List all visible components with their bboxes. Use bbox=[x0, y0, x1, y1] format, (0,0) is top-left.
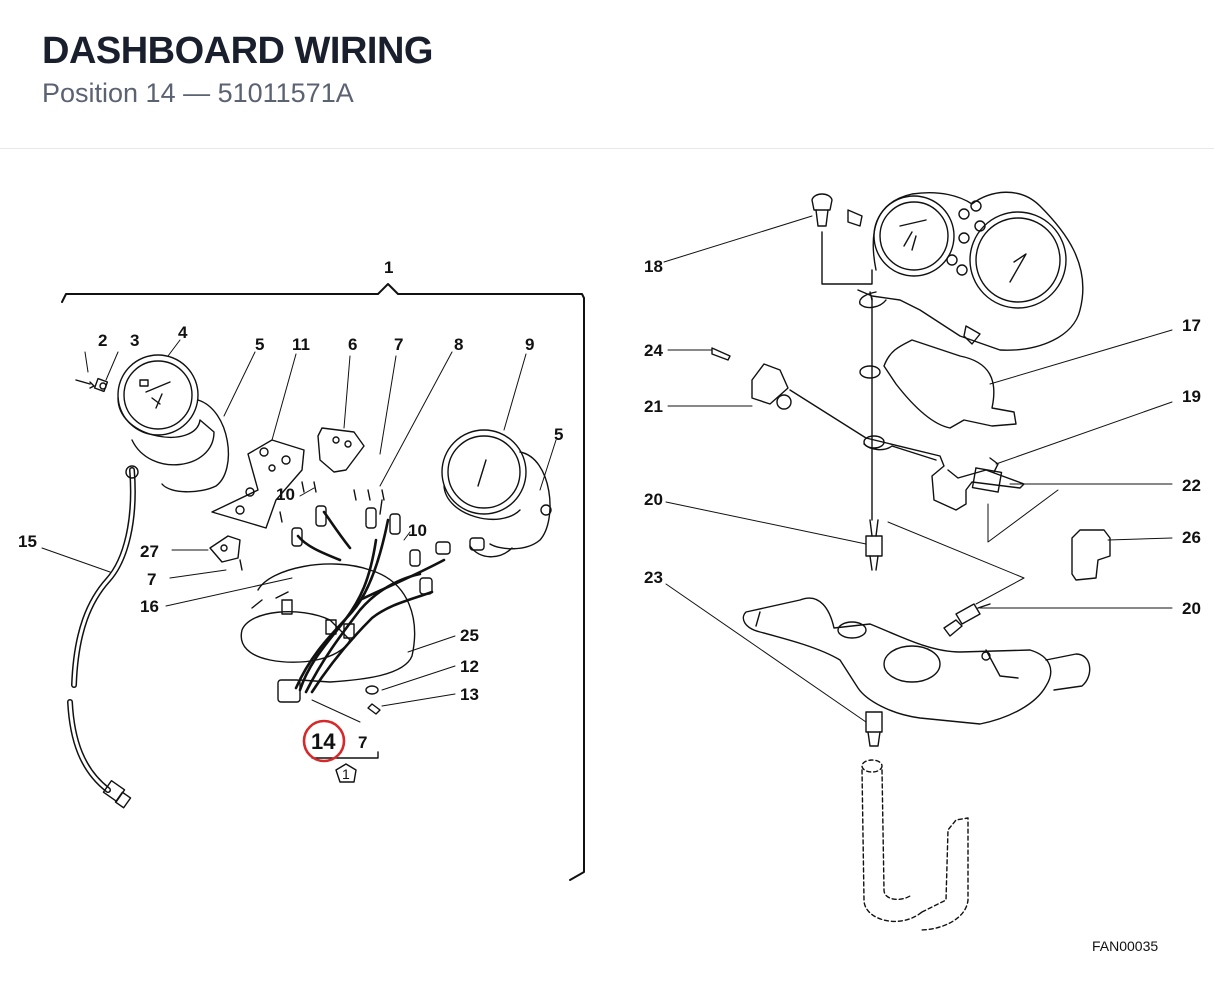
screw-and-nut bbox=[75, 377, 109, 393]
callout-5b: 5 bbox=[554, 425, 563, 444]
leader-lines-right bbox=[663, 215, 1173, 723]
page-subtitle: Position 14 — 51011571A bbox=[42, 78, 354, 108]
upper-bracket bbox=[211, 439, 305, 529]
callout-14: 14 bbox=[311, 729, 336, 754]
mounting-frame bbox=[789, 389, 1025, 511]
page-header: DASHBOARD WIRING Position 14 — 51011571A bbox=[0, 0, 1214, 149]
spacer-20-lower bbox=[943, 603, 991, 637]
clip-26 bbox=[1071, 529, 1111, 581]
callout-13: 13 bbox=[460, 685, 479, 704]
washer-and-screw bbox=[365, 685, 381, 715]
assembly-bracket-1 bbox=[61, 283, 585, 881]
callout-24: 24 bbox=[644, 341, 663, 360]
spacer-20-upper bbox=[865, 297, 883, 571]
callout-26: 26 bbox=[1182, 528, 1201, 547]
callout-11: 11 bbox=[292, 335, 310, 354]
callout-7a: 7 bbox=[394, 335, 403, 354]
callout-25: 25 bbox=[460, 626, 479, 645]
callout-23: 23 bbox=[644, 568, 663, 587]
cover-17 bbox=[859, 339, 1017, 429]
callout-10b: 10 bbox=[408, 521, 427, 540]
callout-7b: 7 bbox=[147, 570, 156, 589]
callout-10a: 10 bbox=[276, 485, 295, 504]
callout-22: 22 bbox=[1182, 476, 1201, 495]
instrument-cluster bbox=[847, 191, 1084, 351]
cluster-housing bbox=[240, 563, 416, 683]
callout-27: 27 bbox=[140, 542, 159, 561]
callout-20a: 20 bbox=[644, 490, 663, 509]
speedometer-cable bbox=[67, 465, 139, 809]
callout-6: 6 bbox=[348, 335, 357, 354]
left-gauge bbox=[117, 354, 230, 493]
callout-5a: 5 bbox=[255, 335, 264, 354]
hose bbox=[861, 759, 969, 931]
callout-19: 19 bbox=[1182, 387, 1201, 406]
callout-8: 8 bbox=[454, 335, 463, 354]
small-bracket-27 bbox=[209, 535, 243, 571]
callout-18: 18 bbox=[644, 257, 663, 276]
callout-1: 1 bbox=[384, 258, 393, 277]
callout-3: 3 bbox=[130, 331, 139, 350]
callout-1-marker: 1 bbox=[342, 766, 350, 782]
callout-20b: 20 bbox=[1182, 599, 1201, 618]
connectors bbox=[277, 481, 485, 703]
sensor-21 bbox=[711, 347, 792, 410]
wiring-harness bbox=[294, 510, 446, 694]
right-gauge bbox=[441, 429, 552, 558]
callouts-left: 1 2 3 4 5 11 6 7 8 9 5 10 10 15 27 7 16 … bbox=[18, 258, 563, 782]
stud-lower bbox=[865, 711, 883, 747]
highlight-ring bbox=[302, 719, 346, 763]
callout-21: 21 bbox=[644, 397, 663, 416]
triple-clamp bbox=[742, 597, 1091, 725]
drawing-code: FAN00035 bbox=[1092, 938, 1158, 954]
callout-7c: 7 bbox=[358, 733, 367, 752]
callout-17: 17 bbox=[1182, 316, 1201, 335]
screw-18 bbox=[811, 193, 873, 285]
callout-16: 16 bbox=[140, 597, 159, 616]
callouts-right: 18 17 24 21 19 22 20 26 23 20 bbox=[644, 257, 1201, 618]
leader-lines-left bbox=[41, 339, 557, 723]
callout-4: 4 bbox=[178, 323, 188, 342]
page-title: DASHBOARD WIRING bbox=[42, 30, 433, 72]
callout-15: 15 bbox=[18, 532, 37, 551]
callout-2: 2 bbox=[98, 331, 107, 350]
small-bracket-6 bbox=[317, 427, 365, 473]
callout-12: 12 bbox=[460, 657, 479, 676]
callout-9: 9 bbox=[525, 335, 534, 354]
